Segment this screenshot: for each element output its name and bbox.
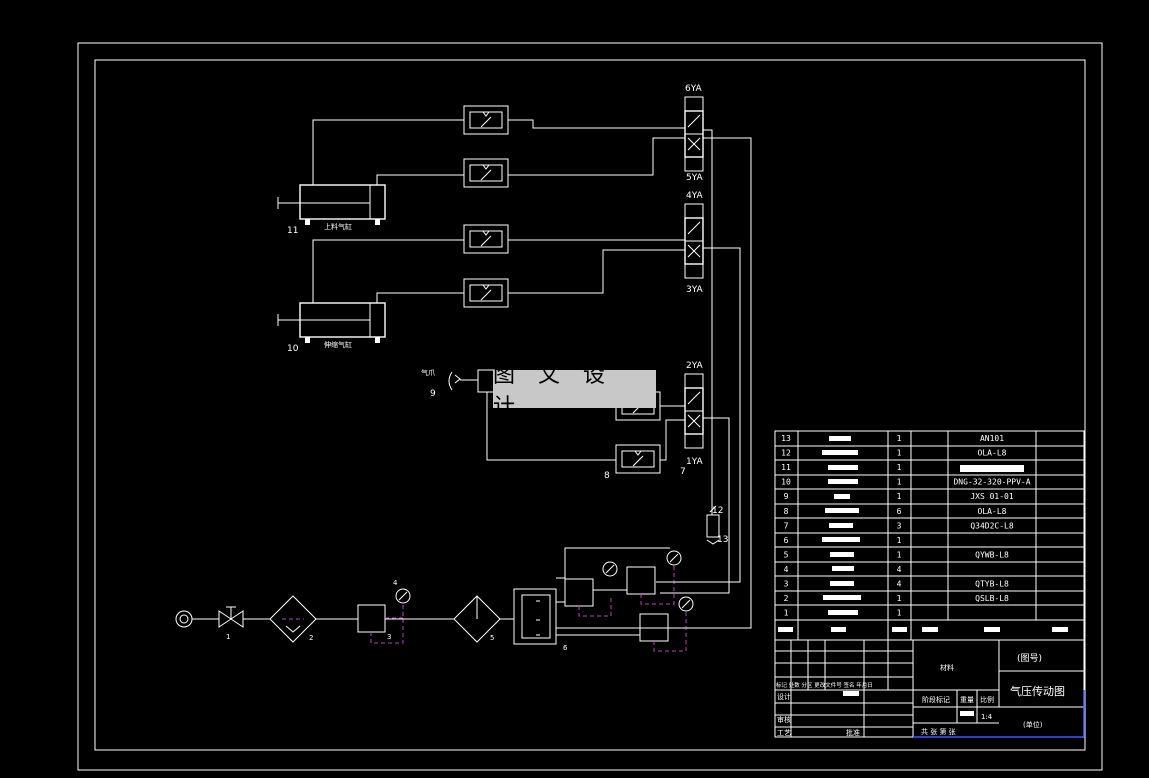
bom-row-code: OLA-L8 (978, 449, 1007, 458)
cylinder-10 (277, 302, 386, 343)
bom-row-quantity: 1 (897, 434, 902, 443)
bom-row-code: QYWB-L8 (975, 550, 1009, 559)
bom-row-quantity: 1 (897, 478, 902, 487)
design-label: 设计 (777, 692, 791, 701)
bom-row-number: 13 (781, 434, 791, 443)
bom-row-number: 7 (784, 521, 789, 530)
title-block (774, 639, 1085, 738)
solenoid-2ya-label: 2YA (686, 361, 704, 371)
process-label: 工艺 (777, 729, 791, 737)
bom-row-quantity: 1 (897, 609, 902, 618)
cylinder-11 (277, 184, 386, 225)
bom-row-quantity: 1 (897, 594, 902, 603)
bom-row-code: JXS 01-01 (970, 492, 1014, 501)
cylinder-10-label: 伸缩气缸 (324, 340, 352, 349)
stage-label: 阶段标记 (922, 695, 950, 704)
solenoid-valve-upper (684, 96, 704, 172)
solenoid-3ya-label: 3YA (686, 285, 704, 295)
solenoid-4ya-label: 4YA (686, 191, 704, 201)
watermark: 图 文 设 计 (493, 363, 656, 420)
bom-row-code: Q34D2C-L8 (970, 521, 1014, 530)
solenoid-1ya-label: 1YA (686, 457, 704, 467)
bom-table (774, 430, 1085, 641)
bom-row-number: 5 (784, 550, 789, 559)
bom-row-number: 12 (781, 449, 791, 458)
outer-border (77, 42, 1103, 771)
material-label: 材料 (940, 663, 954, 672)
bom-row-number: 3 (784, 580, 789, 589)
throttle-check-valve (463, 224, 509, 254)
pressure-regulator (357, 588, 411, 644)
bom-row-code: AN101 (980, 434, 1004, 443)
bom-row-code: QTYB-L8 (975, 580, 1009, 589)
gripper (448, 369, 497, 393)
pressure-switch-group (564, 550, 694, 652)
drawing-title: 气压传动图 (1010, 684, 1065, 698)
component-1-number: 1 (226, 633, 230, 641)
bom-row-code: DNG-32-320-PPV-A (953, 478, 1030, 487)
component-6-number: 6 (563, 644, 568, 652)
throttle-check-valve (615, 444, 661, 474)
lubricator (453, 595, 501, 643)
bom-row-number: 2 (784, 594, 789, 603)
muffler (706, 505, 720, 545)
bom-row-number: 11 (781, 463, 791, 472)
component-5-number: 5 (490, 634, 494, 642)
bom-row-number: 1 (784, 609, 789, 618)
solenoid-valve-lower (684, 373, 704, 449)
bom-row-number: 10 (781, 478, 791, 487)
scale-value: 1:4 (981, 713, 993, 721)
check-label: 审核 (777, 715, 791, 724)
bom-row-number: 4 (784, 565, 789, 574)
unit-label: (单位) (1023, 720, 1043, 729)
cylinder-10-number: 10 (287, 344, 299, 354)
bom-row-quantity: 4 (897, 565, 902, 574)
air-source (175, 610, 193, 628)
throttle-check-valve (463, 105, 509, 135)
throttle-check-valve (463, 158, 509, 188)
pipelines (192, 119, 752, 636)
solenoid-6ya-label: 6YA (685, 84, 703, 94)
bom-row-quantity: 1 (897, 449, 902, 458)
bom-row-quantity: 1 (897, 492, 902, 501)
shutoff-valve (218, 606, 244, 628)
muffler-13-number: 13 (717, 535, 728, 545)
component-2-number: 2 (309, 634, 313, 642)
valve-8-number: 8 (604, 471, 610, 481)
bom-row-code: OLA-L8 (978, 507, 1007, 516)
manifold (513, 588, 557, 645)
approve-label: 批准 (846, 728, 860, 737)
valve-7-number: 7 (680, 467, 686, 477)
bom-row-quantity: 1 (897, 550, 902, 559)
cylinder-11-label: 上料气缸 (324, 222, 352, 231)
bom-row-quantity: 1 (897, 536, 902, 545)
solenoid-valve-middle (684, 203, 704, 279)
component-4-number: 4 (393, 579, 398, 587)
inner-border (94, 59, 1086, 751)
gripper-number: 9 (430, 389, 436, 399)
air-filter (269, 595, 317, 643)
bom-row-quantity: 3 (897, 521, 902, 530)
bom-row-quantity: 1 (897, 463, 902, 472)
gripper-label: 气爪 (421, 368, 435, 377)
sheets-label: 共 张 第 张 (921, 727, 956, 736)
weight-label: 重量 (960, 696, 974, 704)
throttle-check-valve (463, 278, 509, 308)
muffler-12-number: 12 (712, 506, 723, 516)
bom-row-quantity: 4 (897, 580, 902, 589)
bom-row-number: 6 (784, 536, 789, 545)
revision-column-labels: 标记 处数 分区 更改文件号 签名 年月日 (776, 681, 873, 689)
ratio-label: 比例 (980, 695, 994, 704)
bom-row-number: 9 (784, 492, 789, 501)
component-3-number: 3 (387, 633, 391, 641)
drawing-number: (图号) (1017, 653, 1042, 664)
bom-row-number: 8 (784, 507, 789, 516)
cylinder-11-number: 11 (287, 226, 298, 236)
bom-row-quantity: 6 (897, 507, 902, 516)
solenoid-5ya-label: 5YA (686, 173, 704, 183)
bom-row-code: QSLB-L8 (975, 594, 1009, 603)
